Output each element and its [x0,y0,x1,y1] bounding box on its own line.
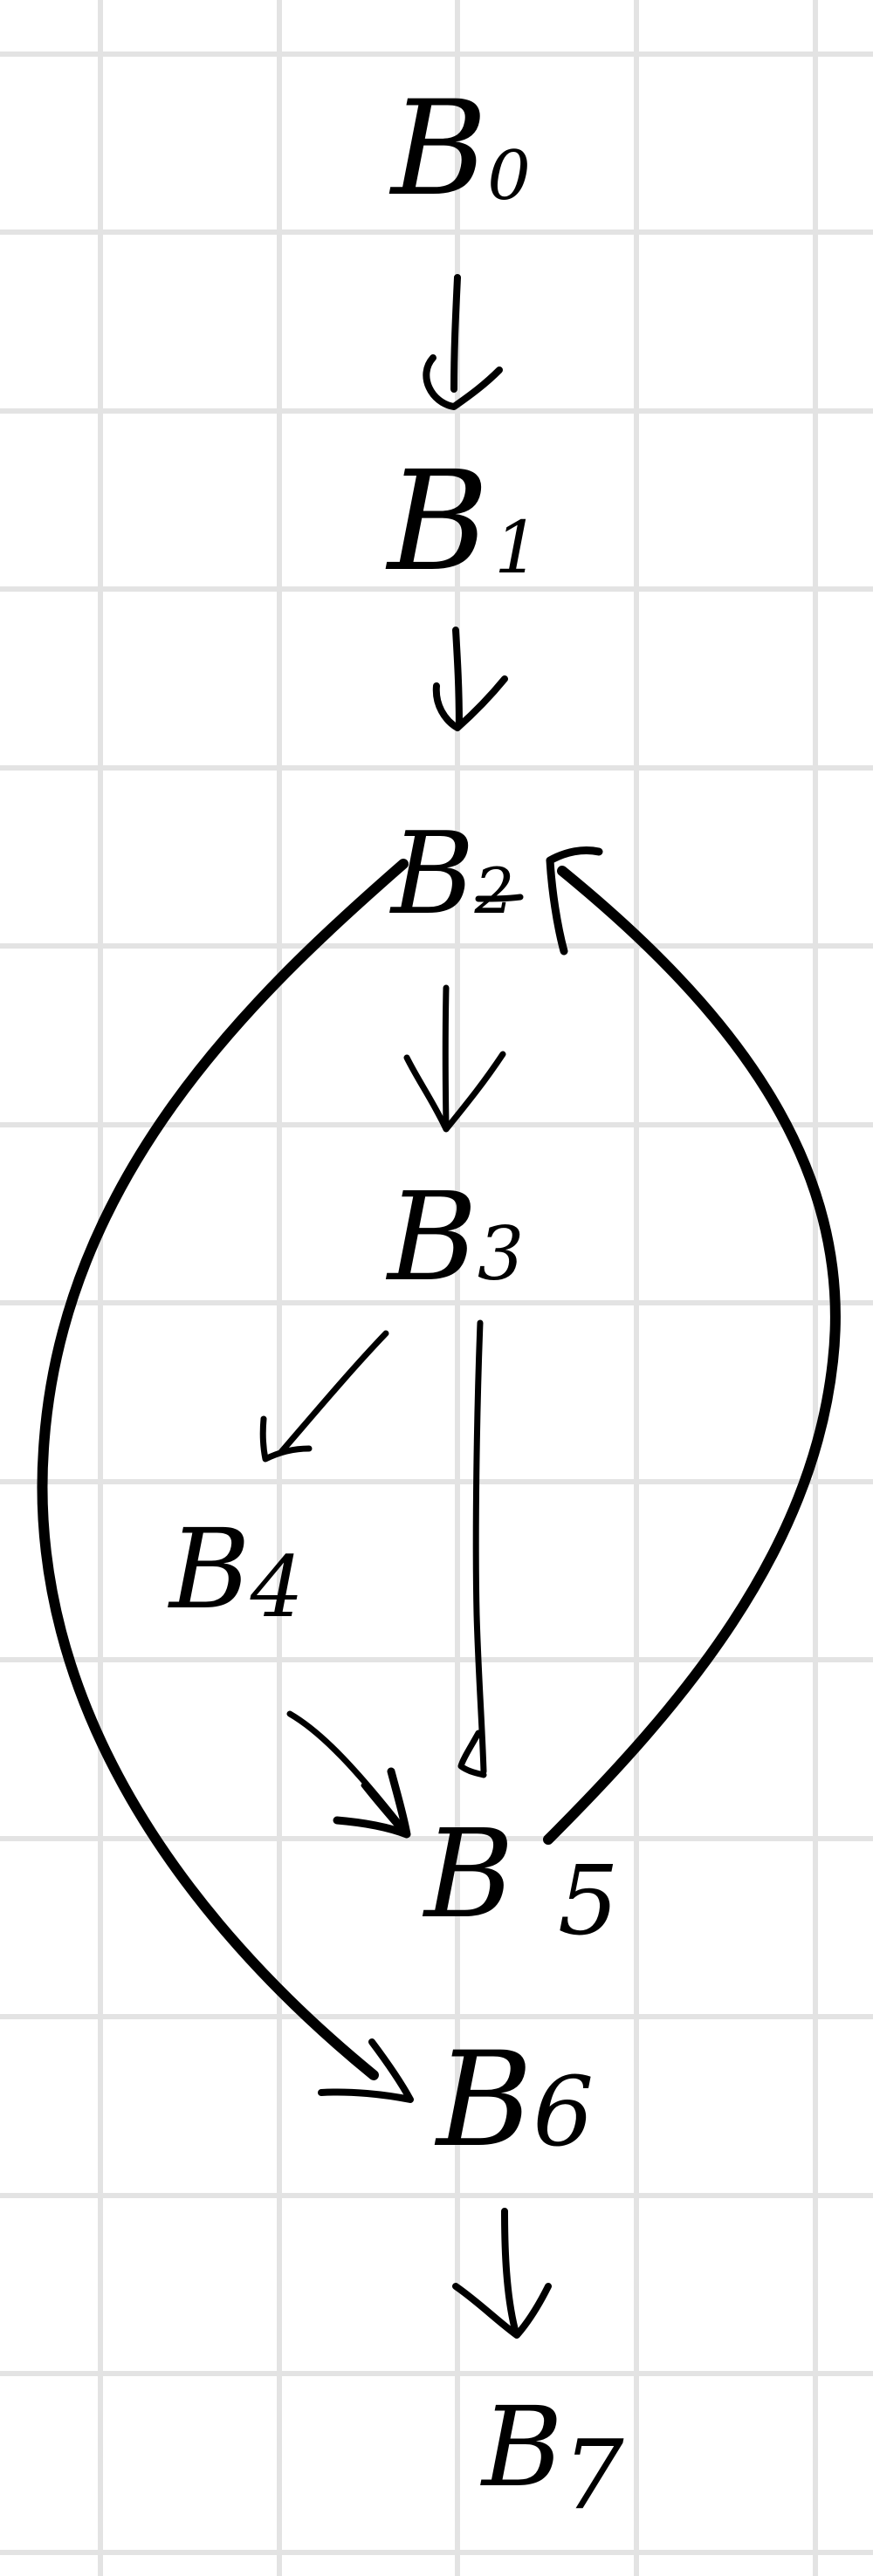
node-b1-subscript: 1 [494,507,540,590]
node-b0-label: B [388,73,487,225]
node-b5-subscript: 5 [558,1845,619,1956]
node-b4: B4 [168,1505,304,1636]
edge-b4-b5 [286,1710,411,1839]
arrowhead-icon [432,675,508,731]
arrowhead-icon [457,1730,487,1778]
edge-shaft [450,274,461,393]
edge-shaft [472,1319,487,1775]
edge-shaft [286,1710,407,1833]
node-b2: B2 [389,807,514,940]
edge-b3-b4 [259,1330,389,1463]
node-b6-subscript: 6 [533,2056,594,2168]
node-b2-label: B [389,807,475,940]
arrowhead-icon [546,846,603,956]
edge-shaft [442,984,450,1129]
node-b4-subscript: 4 [250,1538,304,1636]
node-b7: B7 [480,2383,624,2531]
node-b0-subscript: 0 [487,137,531,216]
edge-b2-b3 [403,984,506,1133]
node-b2-subscript: 2 [474,854,515,928]
edge-shaft [361,1783,401,1830]
arrowhead-icon [318,2038,414,2103]
node-b5-label: B [422,1804,514,1946]
node-b3-label: B [385,1167,478,1309]
node-b3-subscript: 3 [478,1211,524,1297]
node-b1: B1 [385,442,540,602]
arrowhead-icon [403,1051,506,1133]
edge-b1-b2 [432,627,508,731]
arrowhead-icon [333,1767,411,1839]
node-b7-label: B [480,2383,563,2511]
edge-b6-b7 [452,2208,552,2339]
node-b0: B0 [388,73,531,225]
node-b7-subscript: 7 [563,2419,624,2531]
edge-b3-b5 [457,1319,487,1778]
edge-shaft [543,866,841,1845]
edge-b2-b6 [37,859,414,2103]
arrowhead-icon [259,1415,313,1463]
edge-shaft [452,627,463,728]
b2-dash-mark [475,894,524,902]
edge-shaft [278,1330,389,1456]
edges [37,274,841,2339]
node-b3: B3 [385,1167,524,1309]
edge-shaft [37,859,409,2080]
node-b1-label: B [385,442,489,602]
edge-b0-b1 [423,274,503,410]
arrowhead-icon [452,2283,552,2339]
edge-b5-b2 [543,846,841,1845]
arrowhead-icon [423,354,503,410]
edge-shaft [501,2208,519,2333]
node-b6-label: B [434,2024,533,2176]
node-b6: B6 [434,2024,594,2176]
node-b4-label: B [168,1505,251,1634]
